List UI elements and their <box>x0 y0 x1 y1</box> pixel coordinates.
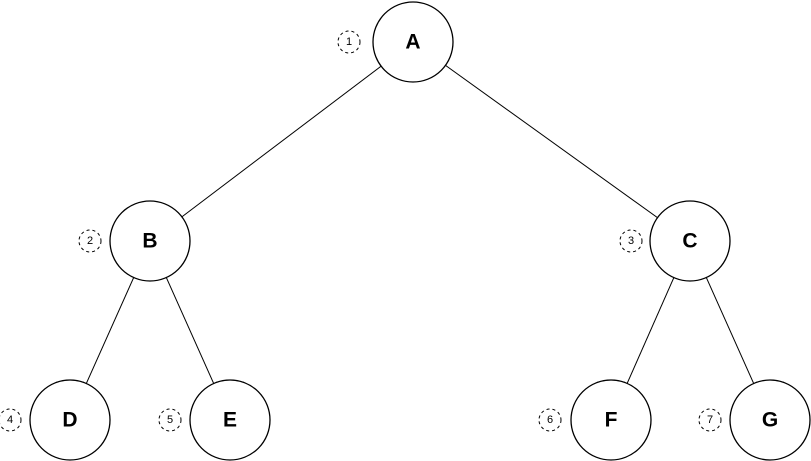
visit-order-badge-circle <box>0 408 22 432</box>
node-circle <box>649 200 731 282</box>
node-circle <box>29 379 111 461</box>
node-label: B <box>142 230 157 253</box>
visit-order-badge-circle <box>78 229 102 253</box>
visit-order-number: 2 <box>87 235 93 247</box>
node-circle <box>372 1 454 83</box>
visit-order-badge-circle <box>158 408 182 432</box>
visit-order-number: 5 <box>167 414 173 426</box>
visit-order-badge-circle <box>538 408 562 432</box>
visit-order-number: 4 <box>7 414 13 426</box>
node-label: E <box>223 409 237 432</box>
visit-order-badge-circle <box>619 229 643 253</box>
tree-node-F: F6 <box>538 379 652 461</box>
tree-node-B: B2 <box>78 200 191 282</box>
visit-order-number: 7 <box>707 414 713 426</box>
tree-node-E: E5 <box>158 379 271 461</box>
node-circle <box>109 200 191 282</box>
tree-node-D: D4 <box>0 379 111 461</box>
node-circle <box>189 379 271 461</box>
node-label: C <box>682 230 697 253</box>
node-circle <box>729 379 811 461</box>
node-label: A <box>405 31 420 54</box>
node-label: F <box>605 409 618 432</box>
visit-order-badge-circle <box>698 408 722 432</box>
tree-node-G: G7 <box>698 379 811 461</box>
edge-A-B <box>149 41 414 242</box>
tree-node-C: C3 <box>619 200 731 282</box>
visit-order-number: 3 <box>628 235 634 247</box>
node-label: G <box>762 409 778 432</box>
node-label: D <box>62 409 77 432</box>
tree-node-A: A1 <box>337 1 454 83</box>
edge-A-C <box>412 41 691 242</box>
node-circle <box>570 379 652 461</box>
visit-order-number: 6 <box>547 414 553 426</box>
visit-order-badge-circle <box>337 30 361 54</box>
visit-order-number: 1 <box>346 36 352 48</box>
